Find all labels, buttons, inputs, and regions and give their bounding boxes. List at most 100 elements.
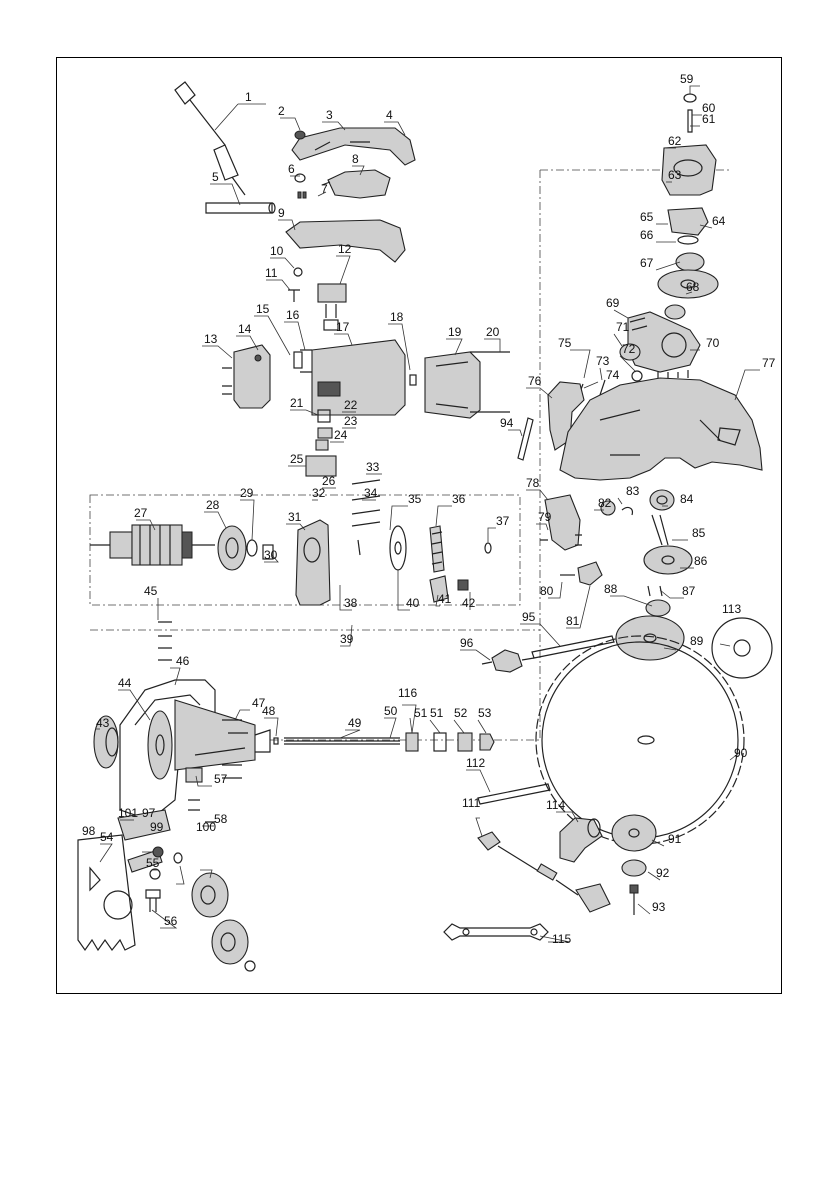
part-number-label: 55: [146, 856, 160, 870]
part-number-label: 63: [668, 168, 682, 182]
part-number-label: 22: [344, 398, 358, 412]
stator-part: [409, 351, 510, 419]
part-number-label: 60: [702, 101, 716, 115]
part-number-label: 52: [454, 706, 468, 720]
part-number-label: 85: [692, 526, 706, 540]
part-number-label: 114: [546, 798, 565, 812]
brush-holder-part: [315, 409, 333, 451]
part-number-label: 56: [164, 914, 178, 928]
part-number-label: 47: [252, 696, 266, 710]
part-number-label: 79: [538, 510, 552, 524]
part-number-label: 35: [408, 492, 422, 506]
part-number-label: 58: [214, 812, 228, 826]
lever-part: [560, 561, 603, 586]
diamond-blade-part: [535, 635, 745, 845]
part-number-label: 54: [100, 830, 114, 844]
part-number-label: 28: [206, 498, 220, 512]
part-number-label: 36: [452, 492, 466, 506]
part-number-label: 38: [344, 596, 358, 610]
arm-bolts-part: [158, 621, 248, 779]
part-number-label: 48: [262, 704, 276, 718]
part-number-label: 26: [322, 474, 336, 488]
part-number-label: 40: [406, 596, 420, 610]
pinion-part: [429, 575, 469, 603]
part-number-label: 24: [334, 428, 348, 442]
motor-housing-part: [293, 339, 406, 416]
gearbox-housing-part: [295, 519, 331, 606]
part-number-label: 14: [238, 322, 252, 336]
part-number-label: 10: [270, 244, 284, 258]
base-plate-part: [77, 834, 136, 952]
part-number-label: 75: [558, 336, 572, 350]
part-number-label: 2: [278, 104, 285, 118]
part-number-label: 98: [82, 824, 96, 838]
bracket-part: [185, 767, 215, 823]
part-number-label: 29: [240, 486, 254, 500]
part-number-label: 43: [96, 716, 110, 730]
power-cord-part: [174, 81, 246, 196]
part-number-label: 87: [682, 584, 696, 598]
part-number-label: 23: [344, 414, 358, 428]
switch-box-part: [317, 283, 347, 331]
part-number-label: 67: [640, 256, 654, 270]
part-number-label: 112: [466, 756, 485, 770]
part-number-label: 51: [414, 706, 428, 720]
outer-flange-part: [615, 615, 685, 661]
part-number-label: 115: [552, 932, 571, 946]
drive-shaft-part: [273, 737, 400, 745]
handle-cover-part: [291, 127, 416, 166]
blade-clamp-part: [611, 814, 657, 915]
part-number-label: 80: [540, 584, 554, 598]
part-number-label: 8: [352, 152, 359, 166]
part-number-label: 1: [245, 90, 252, 104]
part-number-label: 53: [478, 706, 492, 720]
part-number-label: 11: [265, 266, 278, 280]
part-number-label: 77: [762, 356, 776, 370]
part-number-label: 101: [118, 806, 138, 820]
part-number-label: 7: [321, 182, 328, 196]
part-number-label: 71: [616, 320, 630, 334]
grip-tube-part: [205, 202, 276, 214]
part-number-label: 25: [290, 452, 304, 466]
wrench-part: [443, 923, 549, 941]
water-hose-part: [477, 831, 611, 913]
water-valve-part: [481, 649, 535, 673]
clip-part: [484, 542, 492, 554]
part-number-label: 100: [196, 820, 216, 834]
small-knob-part: [600, 500, 633, 516]
part-number-label: 73: [596, 354, 610, 368]
armature-part: [90, 524, 215, 566]
part-number-label: 17: [336, 320, 350, 334]
dust-nozzle-part: [559, 817, 603, 863]
part-number-label: 74: [606, 368, 620, 382]
part-number-label: 65: [640, 210, 654, 224]
part-number-label: 64: [712, 214, 726, 228]
part-number-label: 51: [430, 706, 444, 720]
part-number-label: 83: [626, 484, 640, 498]
guard-arm-part: [540, 494, 582, 551]
blade-guard-part: [559, 377, 763, 481]
blade-flange-part: [643, 489, 693, 575]
switch-part: [327, 169, 391, 199]
part-number-label: 41: [438, 592, 452, 606]
part-number-label: 61: [702, 112, 716, 126]
part-number-label: 50: [384, 704, 398, 718]
bearing-plate-part: [217, 525, 247, 571]
part-number-label: 89: [690, 634, 704, 648]
part-number-label: 68: [686, 280, 700, 294]
part-number-label: 116: [398, 686, 417, 700]
shaft-bearings-part: [405, 732, 495, 752]
part-number-label: 4: [386, 108, 393, 122]
part-number-label: 88: [604, 582, 618, 596]
gear-part: [429, 525, 445, 573]
part-number-label: 15: [256, 302, 270, 316]
part-number-label: 30: [264, 548, 278, 562]
flange-washer-part: [645, 585, 671, 617]
housing-screws-part: [351, 479, 381, 556]
part-number-label: 82: [598, 496, 612, 510]
part-number-label: 12: [338, 242, 352, 256]
part-number-label: 21: [290, 396, 304, 410]
part-number-label: 90: [734, 746, 748, 760]
part-number-label: 86: [694, 554, 708, 568]
